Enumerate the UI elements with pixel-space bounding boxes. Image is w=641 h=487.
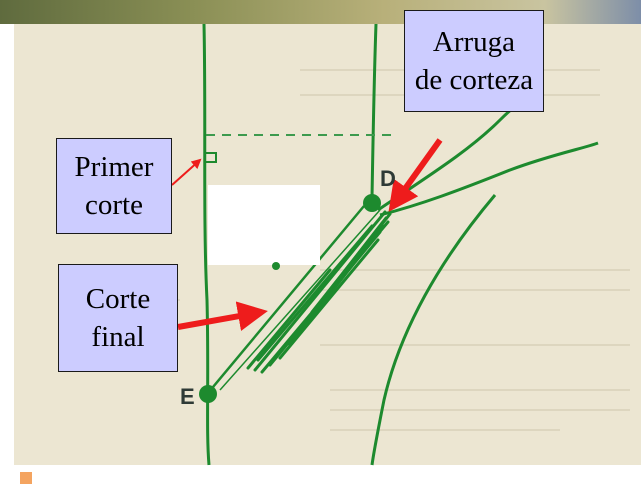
label-primer-corte: Primer corte <box>56 138 172 234</box>
point-d-label: D <box>380 166 396 191</box>
arrow-arruga-corteza <box>388 138 443 212</box>
left-margin <box>0 24 14 487</box>
label-corte-final: Corte final <box>58 264 178 372</box>
trunk-right-line <box>370 23 378 199</box>
background-texture <box>60 69 630 431</box>
bottom-margin <box>14 465 641 487</box>
trunk-lower-right-line <box>370 194 497 466</box>
trunk-left-line <box>202 23 211 466</box>
top-photo-band <box>0 0 641 24</box>
label-primer-corte-text: Primer corte <box>74 151 154 221</box>
label-arruga-corteza: Arruga de corteza <box>404 10 544 112</box>
arrow-corte-final <box>177 301 268 331</box>
cut-line-right <box>219 209 381 391</box>
point-d-dot <box>363 194 381 212</box>
hidden-point-dot <box>272 262 280 270</box>
cut-line-left <box>207 205 365 394</box>
label-arruga-corteza-text: Arruga de corteza <box>414 26 534 96</box>
point-e-dot <box>199 385 217 403</box>
bark-wrinkle-hatching <box>246 210 392 374</box>
arrow-primer-corte <box>171 158 202 186</box>
white-patch <box>208 185 320 265</box>
first-cut-notch <box>204 152 217 163</box>
label-corte-final-text: Corte final <box>85 283 151 353</box>
bullet-marker <box>20 472 32 484</box>
point-e-label: E <box>180 384 195 409</box>
